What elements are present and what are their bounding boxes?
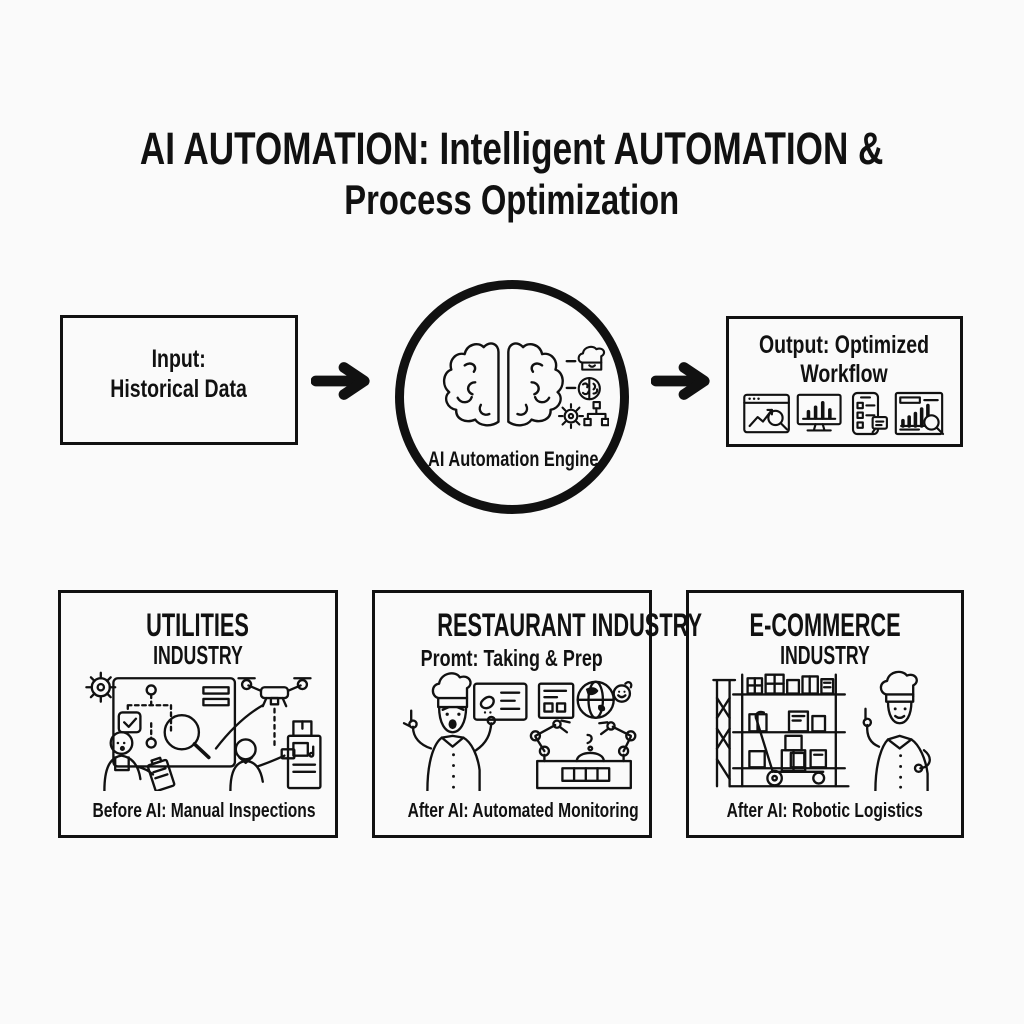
gear-icon	[557, 403, 585, 430]
engine-label: AI Automation Engine	[428, 448, 599, 471]
input-label-line-2: Historical Data	[110, 375, 248, 403]
globe-icon	[576, 680, 633, 720]
input-label-line-1: Input:	[151, 345, 207, 373]
industry-card-restaurant: RESTAURANT INDUSTRY Promt: Taking & Prep	[372, 590, 702, 838]
automated-monitoring-illustration	[402, 672, 637, 791]
industry-card-utilities: UTILITIES INDUSTRY	[58, 590, 338, 838]
input-box: Input: Historical Data	[60, 315, 298, 445]
output-icons-row	[742, 391, 944, 436]
inspector-figure	[103, 731, 176, 791]
industry-card-ecommerce: E-COMMERCE INDUSTRY	[686, 590, 964, 838]
operator-figure	[229, 738, 296, 791]
drone-icon	[214, 677, 312, 750]
hierarchy-icon	[583, 400, 609, 427]
output-label-line-1: Output: Optimized	[759, 331, 930, 359]
card-title-line-2: INDUSTRY	[153, 639, 243, 670]
card-title-line-2: INDUSTRY	[780, 639, 870, 670]
card-caption: After AI: Robotic Logistics	[726, 800, 924, 822]
control-machine	[286, 720, 322, 790]
manual-inspections-illustration	[85, 671, 322, 791]
output-box: Output: Optimized Workflow	[726, 316, 963, 447]
chef-hat-icon	[577, 345, 606, 371]
right-arrow-icon	[651, 362, 710, 400]
flowchart-board	[112, 677, 237, 768]
output-label-line-2: Workflow	[800, 359, 889, 388]
gear-icon	[85, 671, 117, 703]
brain-icon	[442, 342, 609, 430]
card-title: E-COMMERCE	[749, 607, 901, 643]
page-title: AI AUTOMATION: Intelligent AUTOMATION & …	[0, 122, 1024, 225]
card-caption: Before AI: Manual Inspections	[92, 800, 316, 822]
hand-truck	[754, 710, 826, 787]
title-line-2: Process Optimization	[344, 176, 680, 224]
chef-figure	[862, 670, 931, 791]
monitor-chart-icon	[796, 393, 842, 432]
phone-checklist-icon	[851, 391, 888, 436]
browser-analytics-icon	[742, 393, 790, 434]
card-subtitle: Promt: Taking & Prep	[420, 645, 604, 671]
card-caption: After AI: Automated Monitoring	[407, 800, 639, 822]
order-board	[473, 682, 528, 721]
card-title: UTILITIES	[146, 607, 250, 643]
report-search-icon	[894, 391, 944, 436]
ai-engine-circle: AI Automation Engine	[395, 280, 629, 514]
mini-brain-icon	[577, 377, 601, 401]
title-line-1: AI AUTOMATION: Intelligent AUTOMATION &	[140, 123, 884, 174]
card-title: RESTAURANT INDUSTRY	[437, 607, 703, 643]
right-arrow-icon	[311, 362, 370, 400]
status-panel	[537, 682, 575, 720]
warehouse-shelves	[712, 673, 850, 788]
magnifier-icon	[163, 713, 211, 760]
chef-figure	[402, 672, 497, 791]
robotic-logistics-illustration	[712, 670, 931, 791]
robot-arms-station	[529, 719, 637, 790]
